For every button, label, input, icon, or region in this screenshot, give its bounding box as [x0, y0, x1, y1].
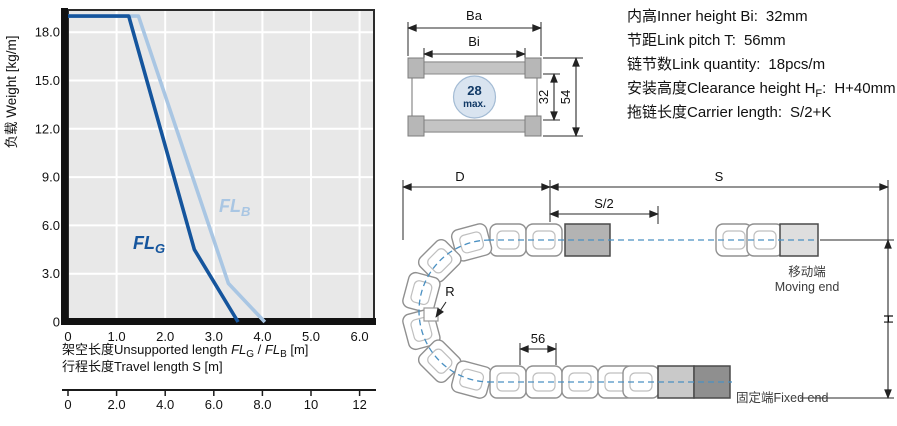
spec-label-subscript: F [815, 88, 823, 100]
spec-value: 56mm [743, 32, 786, 49]
moving-end-label-zh: 移动端 [788, 265, 826, 279]
fixed-end-label: 固定端Fixed end [736, 390, 828, 405]
y-tick-label: 18.0 [35, 25, 60, 40]
s-tick-label: 4.0 [156, 397, 174, 412]
bend-pin-detail [423, 307, 439, 322]
x-tick-label: 0 [64, 329, 71, 344]
side-plate-bl [407, 115, 425, 137]
s-tick-label: 10 [304, 397, 318, 412]
plot-area [68, 10, 374, 322]
cable-diameter-max: max. [463, 99, 486, 110]
spec-label: 链节数Link quantity: [627, 56, 761, 73]
y-tick-label: 0 [53, 315, 60, 330]
spec-value: S/2+K [790, 104, 832, 121]
moving-end-label-en: Moving end [775, 280, 840, 294]
y-tick-label: 3.0 [42, 266, 60, 281]
bi-dim-label: Bi [468, 34, 480, 49]
top-crossbar [411, 61, 538, 75]
side-plate-tr [524, 57, 542, 79]
spec-inner-height: 内高Inner height Bi: 32mm [627, 5, 895, 29]
y-tick-label: 6.0 [42, 218, 60, 233]
spec-value: 32mm [765, 8, 808, 25]
spec-value: H+40mm [834, 80, 896, 97]
y-tick-label: 9.0 [42, 170, 60, 185]
side-plate-br [524, 115, 542, 137]
x-axis-bar [61, 318, 376, 325]
cross-section-diagram: Ba Bi 28 max. 32 54 [407, 8, 583, 137]
r-dim-label: R [445, 284, 454, 299]
y-axis-bar [61, 8, 68, 325]
x-tick-label: 3.0 [205, 329, 223, 344]
spec-label: : [822, 80, 827, 97]
h-dim-label: H [881, 314, 896, 323]
travel-length-axis: 0 2.0 4.0 6.0 8.0 10 12 [62, 389, 376, 412]
x-tick-label: 1.0 [108, 329, 126, 344]
s-tick-label: 0 [64, 397, 71, 412]
y-axis-title: 负载 Weight [kg/m] [4, 35, 19, 148]
s-tick-label: 6.0 [205, 397, 223, 412]
spec-label: 节距Link pitch T: [627, 32, 736, 49]
s-tick-label: 8.0 [253, 397, 271, 412]
bend-centerline [418, 239, 491, 383]
spec-clearance-height: 安装高度Clearance height HF: H+40mm [627, 77, 896, 101]
pitch-dim-label: 56 [531, 331, 545, 346]
x-tick-label: 2.0 [156, 329, 174, 344]
y-tick-label: 15.0 [35, 73, 60, 88]
y-tick-label: 12.0 [35, 121, 60, 136]
spec-value: 18pcs/m [768, 56, 826, 73]
ba-dim-label: Ba [466, 8, 483, 23]
tick-labels: 0 1.0 2.0 3.0 4.0 5.0 6.0 0 3.0 6.0 9.0 12.0 15.0 18.… [35, 25, 369, 344]
load-capacity-chart: 0 1.0 2.0 3.0 4.0 5.0 6.0 0 3.0 6.0 9.0 12.0 15.0 18.… [4, 8, 376, 412]
series-label-flg: FLG [133, 233, 165, 256]
bottom-crossbar [411, 119, 538, 133]
s-tick-label: 12 [352, 397, 366, 412]
series-label-flb: FLB [219, 196, 250, 219]
chain-side-view: D S S/2 R 56 H 移动端 Moving end 固定端Fixed e… [400, 169, 896, 405]
d-dim-label: D [455, 169, 464, 184]
cable-diameter-value: 28 [467, 83, 481, 98]
spec-label: 内高Inner height Bi: [627, 8, 758, 25]
spec-label: 拖链长度Carrier length: [627, 104, 783, 121]
r-leader-line [435, 301, 447, 318]
spec-link-pitch: 节距Link pitch T: 56mm [627, 29, 895, 53]
outer-height-label: 54 [558, 90, 573, 104]
s-tick-label: 2.0 [108, 397, 126, 412]
gridlines [68, 10, 374, 322]
x-axis-caption-2: 行程长度Travel length S [m] [62, 359, 223, 374]
spec-list: 内高Inner height Bi: 32mm 节距Link pitch T: 56… [627, 5, 896, 125]
s2-dim-label: S/2 [594, 196, 614, 211]
inner-height-label: 32 [536, 90, 551, 104]
spec-label: 安装高度Clearance height H [627, 80, 816, 97]
spec-link-quantity: 链节数Link quantity: 18pcs/m [627, 53, 895, 77]
x-tick-label: 4.0 [253, 329, 271, 344]
section-body: 28 max. [407, 57, 542, 137]
x-axis-caption-1: 架空长度Unsupported length FLG / FLB [m] [62, 342, 308, 360]
spec-carrier-length: 拖链长度Carrier length: S/2+K [627, 101, 895, 125]
series-line-FLG [68, 14, 240, 323]
chart-series [68, 14, 267, 324]
side-plate-tl [407, 57, 425, 79]
x-tick-label: 5.0 [302, 329, 320, 344]
cable-diameter-circle [452, 75, 497, 119]
x-tick-label: 6.0 [351, 329, 369, 344]
s-dim-label: S [715, 169, 724, 184]
